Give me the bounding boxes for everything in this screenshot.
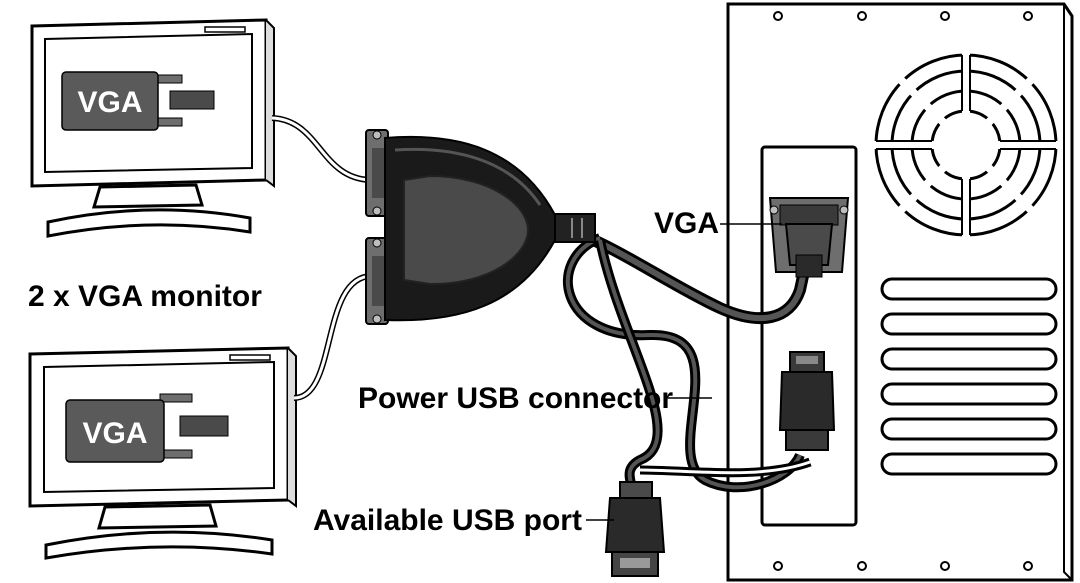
vga-pc-connector (768, 197, 850, 278)
tower-screws-top (773, 11, 1033, 21)
vga-screen-text: VGA (82, 417, 147, 450)
label-power-usb: Power USB connector (358, 382, 673, 415)
tower-screws-bottom (773, 561, 1033, 571)
vga-connector-icon: VGA (65, 393, 229, 463)
usb-port-connector (604, 481, 666, 577)
usb-plug-pc (778, 351, 836, 451)
vent-slots (880, 277, 1058, 476)
monitor-bottom: VGA (28, 346, 297, 560)
vga-connector-icon: VGA (61, 71, 215, 131)
label-vga: VGA (654, 207, 719, 240)
label-monitors: 2 x VGA monitor (28, 280, 262, 313)
label-usb-port: Available USB port (313, 504, 582, 537)
pc-tower (726, 2, 1074, 582)
vga-screen-text: VGA (77, 86, 142, 119)
fan-grill-icon (873, 52, 1059, 238)
leader-lines (586, 223, 782, 521)
monitor-top: VGA (30, 18, 275, 238)
monitor-cables (271, 115, 373, 401)
vga-splitter (365, 129, 812, 493)
